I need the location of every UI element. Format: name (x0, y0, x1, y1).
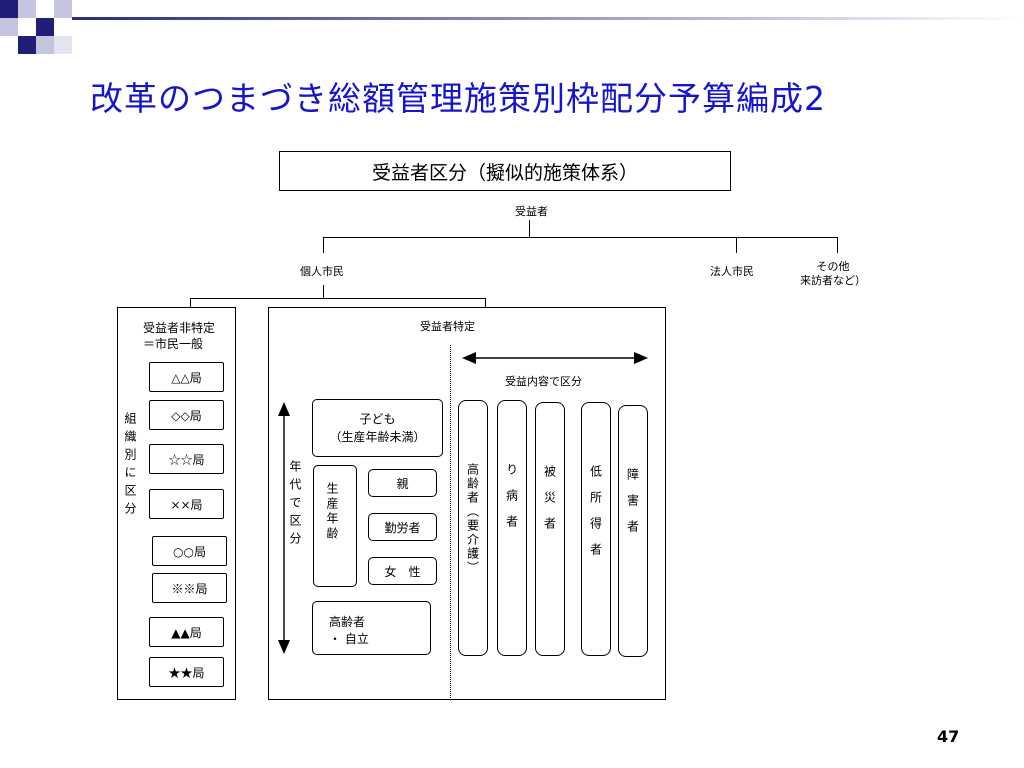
corner-square (54, 0, 72, 18)
child-box: 子ども （生産年齢未満） (312, 399, 443, 457)
parent-box: 親 (368, 469, 437, 497)
left-panel-title: 受益者非特定 ＝市民一般 (143, 321, 216, 351)
content-column: 低所得者 (581, 402, 611, 656)
age-label: 年代で区分 (288, 460, 302, 550)
elderly-independent-box: 高齢者 ・ 自立 (312, 601, 431, 655)
corner-square (18, 18, 36, 36)
corner-square (36, 18, 54, 36)
corner-square (36, 36, 54, 54)
content-column-label: 低所得者 (588, 465, 603, 569)
content-column: 被災者 (535, 402, 565, 656)
slide-title: 改革のつまづき総額管理施策別枠配分予算編成2 (90, 79, 826, 118)
content-column-label: 被災者 (542, 465, 557, 543)
corner-square (18, 36, 36, 54)
corner-square (18, 0, 36, 18)
bureau-box: ※※局 (152, 573, 227, 603)
horizontal-arrow (462, 352, 648, 364)
content-column-label: 障害者 (625, 468, 640, 546)
vertical-arrow (278, 402, 290, 654)
content-column-label: り病者 (504, 463, 519, 541)
right-panel-title: 受益者特定 (420, 320, 475, 333)
bureau-box: ○○局 (152, 536, 227, 566)
bureau-box: ★★局 (149, 657, 224, 687)
bureau-box: ◇◇局 (149, 400, 224, 430)
branch-corporate: 法人市民 (710, 265, 754, 278)
corner-square (0, 0, 18, 18)
working-age-box (313, 465, 357, 587)
woman-box: 女 性 (368, 557, 437, 585)
content-column: 障害者 (618, 405, 648, 657)
content-column: 高齢者（要介護） (458, 400, 488, 656)
content-column-label: 高齢者（要介護） (465, 463, 480, 575)
working-age-label: 生産年齢 (325, 482, 339, 542)
diagram-header: 受益者区分（擬似的施策体系） (279, 151, 731, 191)
header-bar (72, 17, 1024, 20)
branch-individual: 個人市民 (300, 265, 344, 278)
branch-other: その他 来訪者など） (800, 260, 866, 287)
content-column: り病者 (497, 400, 527, 656)
left-panel-side-label: 組織別に区分 (123, 412, 137, 520)
bureau-box: ××局 (149, 489, 224, 519)
divider-dotted (450, 345, 451, 700)
bureau-box: ▲▲局 (149, 617, 224, 647)
bureau-box: ☆☆局 (149, 444, 224, 474)
corner-square (0, 18, 18, 36)
bureau-box: △△局 (149, 362, 224, 392)
worker-box: 勤労者 (368, 513, 437, 541)
content-label: 受益内容で区分 (505, 375, 582, 388)
page-number: 47 (937, 727, 960, 746)
corner-square (54, 36, 72, 54)
root-node: 受益者 (515, 205, 548, 218)
